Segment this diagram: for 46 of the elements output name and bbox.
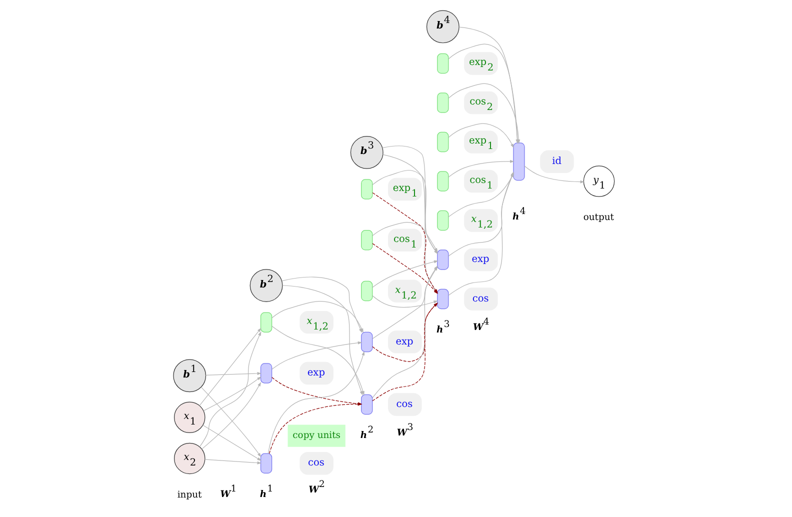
node-box xyxy=(361,280,373,302)
arrow xyxy=(372,170,438,254)
node-label: cos xyxy=(396,398,413,410)
node-label: exp xyxy=(472,254,490,266)
node-box xyxy=(437,210,449,231)
node-label: id xyxy=(552,156,562,167)
arrow xyxy=(205,372,262,376)
node-box xyxy=(361,394,373,415)
arrow xyxy=(448,123,514,148)
node-box xyxy=(437,288,449,310)
arrow xyxy=(458,26,519,144)
label: output xyxy=(583,212,614,224)
arrow xyxy=(200,386,262,458)
arrow xyxy=(272,341,362,370)
arrow xyxy=(372,302,438,362)
label: copy units xyxy=(292,430,341,441)
node-box xyxy=(260,453,272,474)
node-box xyxy=(437,250,449,270)
arrow xyxy=(199,328,262,406)
node-label: exp xyxy=(396,336,414,348)
node-box xyxy=(437,132,449,152)
node-box xyxy=(361,230,373,250)
arrow xyxy=(372,222,438,252)
node-box xyxy=(437,171,449,192)
node-box xyxy=(437,53,449,74)
node-box xyxy=(437,92,449,113)
arrow xyxy=(204,459,262,464)
arrow xyxy=(372,302,438,402)
node-label: cos xyxy=(472,293,489,304)
arrow xyxy=(524,166,585,184)
node-box xyxy=(260,312,272,332)
label: input xyxy=(177,489,202,500)
arrow xyxy=(448,83,520,144)
arrow xyxy=(201,382,262,450)
arrow xyxy=(372,295,438,308)
arrow xyxy=(202,424,262,461)
node-box xyxy=(513,142,525,181)
node-label: exp xyxy=(307,368,325,379)
arrow xyxy=(203,376,262,412)
arrow xyxy=(448,44,519,144)
arrow xyxy=(382,146,438,254)
arrow xyxy=(199,331,262,448)
node-box xyxy=(361,179,373,200)
node-label: cos xyxy=(308,458,324,469)
node-box xyxy=(260,363,272,384)
node-box xyxy=(361,332,373,352)
